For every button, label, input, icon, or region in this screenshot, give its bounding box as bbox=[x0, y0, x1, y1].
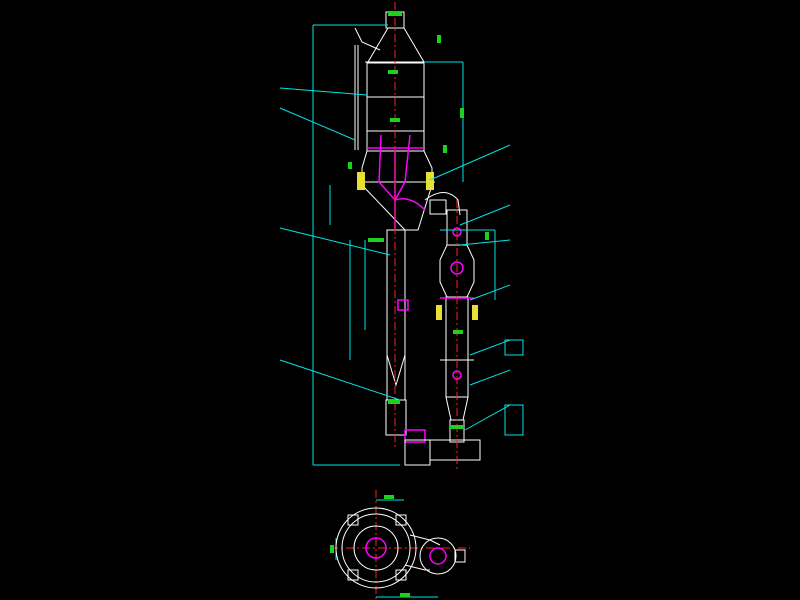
centerlines bbox=[330, 2, 470, 600]
secondary-vessel bbox=[404, 209, 481, 466]
plan-view bbox=[335, 507, 466, 589]
main-column-internals bbox=[367, 134, 426, 443]
dimension-labels bbox=[330, 12, 489, 597]
dimension-lines bbox=[279, 24, 524, 598]
supports bbox=[357, 172, 478, 320]
connecting-duct bbox=[424, 192, 461, 216]
